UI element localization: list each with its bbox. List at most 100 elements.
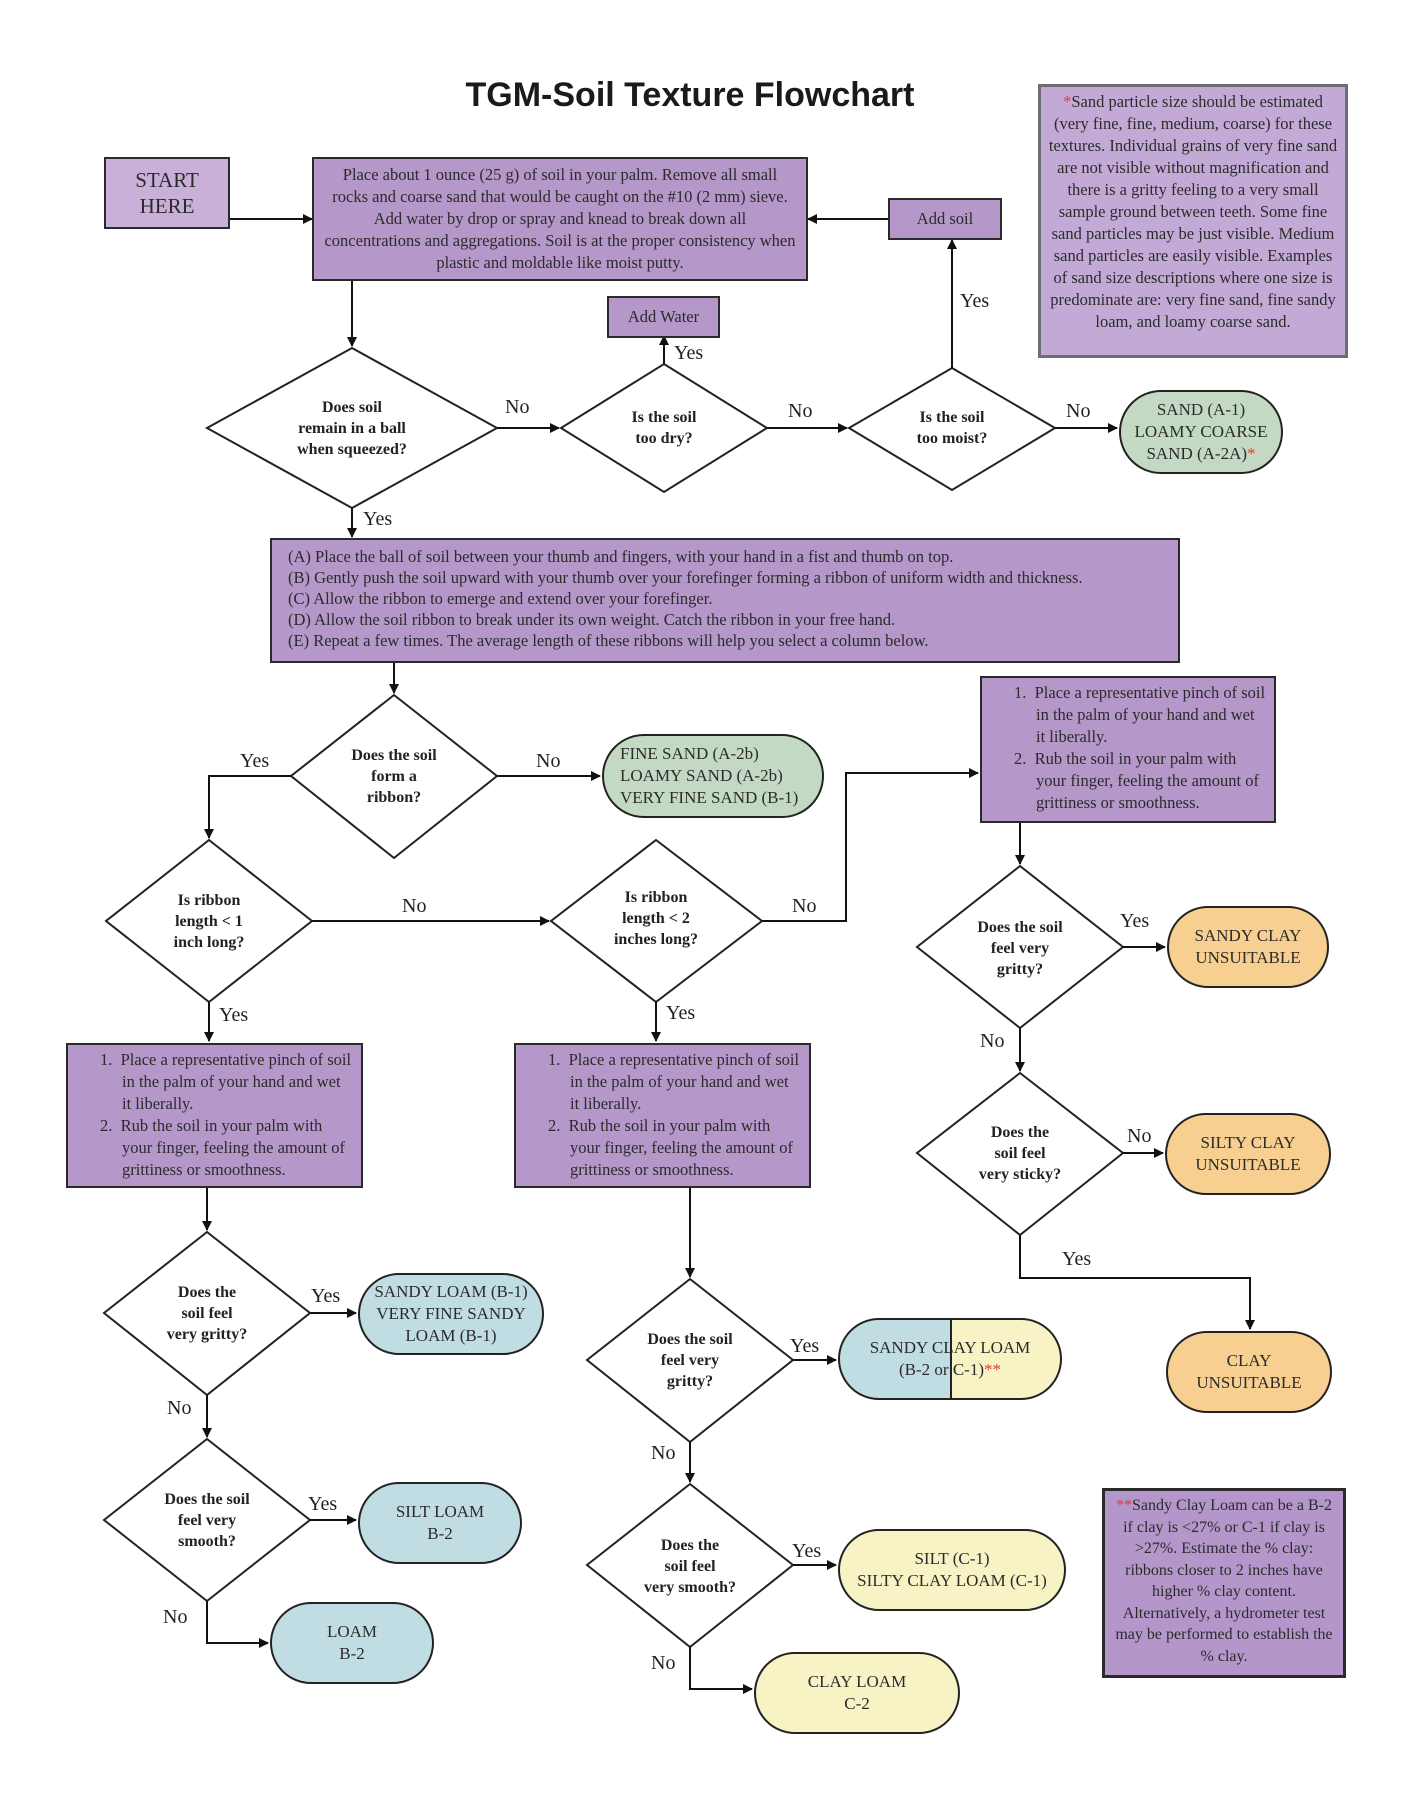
- sandy-clay-loam-note: **Sandy Clay Loam can be a B-2 if clay i…: [1102, 1488, 1346, 1678]
- branch-label-no: No: [402, 895, 427, 917]
- result-line: UNSUITABLE: [1195, 948, 1301, 967]
- double-asterisk-marker: **: [1116, 1497, 1133, 1514]
- connector: [206, 1601, 269, 1648]
- decision-right-gritty-text: Does the soil feel very gritty?: [960, 910, 1080, 986]
- branch-label-no: No: [1066, 400, 1091, 422]
- decision-diamond-dry: [559, 362, 769, 494]
- decision-line: Does the soil: [164, 1490, 250, 1508]
- step-number: 1.: [100, 1050, 113, 1069]
- decision-left-smooth-text: Does the soil feel very smooth?: [147, 1482, 267, 1558]
- decision-line: gritty?: [996, 960, 1044, 978]
- result-line: SILT (C-1): [914, 1549, 990, 1568]
- decision-line: Does the soil: [647, 1330, 733, 1348]
- result-line: CLAY: [1226, 1351, 1272, 1370]
- step-number: 2.: [100, 1116, 113, 1135]
- ribbon-step: (C) Allow the ribbon to emerge and exten…: [288, 589, 713, 608]
- result-line: B-2: [427, 1524, 453, 1543]
- result-line: UNSUITABLE: [1196, 1373, 1302, 1392]
- decision-line: feel very: [990, 939, 1050, 957]
- result-fine-sand: FINE SAND (A-2b) LOAMY SAND (A-2b) VERY …: [602, 734, 824, 818]
- result-sand: SAND (A-1) LOAMY COARSE SAND (A-2A)*: [1119, 390, 1283, 474]
- decision-line: gritty?: [666, 1372, 714, 1390]
- decision-line: when squeezed?: [297, 440, 407, 458]
- result-sandy-clay-loam: SANDY CLAY LOAM (B-2 or C-1)**: [838, 1318, 1062, 1400]
- decision-line: inches long?: [613, 930, 698, 948]
- result-line: SILT LOAM: [395, 1502, 485, 1521]
- decision-line: soil feel: [994, 1144, 1046, 1162]
- branch-label-yes: Yes: [219, 1004, 249, 1026]
- result-line: SILTY CLAY LOAM (C-1): [857, 1571, 1047, 1590]
- result-sandy-clay: SANDY CLAY UNSUITABLE: [1167, 906, 1329, 988]
- connector: [204, 775, 291, 839]
- decision-line: form a: [371, 767, 417, 785]
- wet-rub-steps-right: 1. Place a representative pinch of soil …: [980, 676, 1276, 823]
- asterisk-marker: *: [1063, 92, 1072, 111]
- branch-label-no: No: [1127, 1125, 1152, 1147]
- branch-label-no: No: [651, 1442, 676, 1464]
- result-clay: CLAY UNSUITABLE: [1166, 1331, 1332, 1413]
- result-line: SAND (A-1): [1156, 400, 1246, 419]
- decision-line: too dry?: [635, 430, 693, 447]
- decision-line: soil feel: [181, 1304, 233, 1322]
- result-line: SANDY CLAY LOAM: [869, 1338, 1031, 1357]
- result-line: SANDY CLAY: [1194, 926, 1302, 945]
- decision-line: Does soil: [322, 398, 382, 416]
- decision-line: Is the soil: [919, 409, 985, 426]
- start-here-box: START HERE: [104, 157, 230, 229]
- decision-line: Does the: [660, 1536, 720, 1554]
- step-text: Place a representative pinch of soil in …: [1034, 683, 1266, 746]
- result-line: SAND (A-2A): [1146, 444, 1248, 463]
- decision-line: Does the soil: [977, 918, 1063, 936]
- branch-label-yes: Yes: [674, 342, 704, 364]
- result-loam: LOAM B-2: [270, 1602, 434, 1684]
- decision-line: Is ribbon: [624, 888, 688, 906]
- step-text: Place a representative pinch of soil in …: [568, 1050, 800, 1113]
- branch-label-yes: Yes: [308, 1493, 338, 1515]
- decision-diamond-moist: [847, 366, 1057, 492]
- branch-label-no: No: [536, 750, 561, 772]
- step-text: Place a representative pinch of soil in …: [120, 1050, 352, 1113]
- branch-label-yes: Yes: [363, 508, 393, 530]
- decision-line: very smooth?: [644, 1578, 736, 1596]
- step-number: 2.: [548, 1116, 561, 1135]
- result-line: UNSUITABLE: [1195, 1155, 1301, 1174]
- result-sandy-loam: SANDY LOAM (B-1) VERY FINE SANDY LOAM (B…: [358, 1273, 544, 1355]
- result-line: LOAMY COARSE: [1134, 422, 1268, 441]
- decision-line: feel very: [177, 1511, 237, 1529]
- decision-line: smooth?: [178, 1532, 236, 1550]
- decision-mid-gritty-text: Does the soil feel very gritty?: [630, 1322, 750, 1398]
- step-text: Rub the soil in your palm with your fing…: [120, 1116, 345, 1179]
- decision-line: Is ribbon: [177, 891, 241, 909]
- ribbon-steps-box: (A) Place the ball of soil between your …: [270, 538, 1180, 663]
- step-text: Rub the soil in your palm with your fing…: [1034, 749, 1259, 812]
- result-clay-loam: CLAY LOAM C-2: [754, 1652, 960, 1734]
- connector: [762, 768, 979, 922]
- branch-label-yes: Yes: [792, 1540, 822, 1562]
- prepare-soil-text: Place about 1 ounce (25 g) of soil in yo…: [324, 165, 796, 272]
- decision-line: length < 2: [622, 909, 690, 927]
- decision-line: very sticky?: [978, 1165, 1062, 1183]
- decision-line: feel very: [660, 1351, 720, 1369]
- page-title: TGM-Soil Texture Flowchart: [465, 76, 915, 114]
- prepare-soil-step: Place about 1 ounce (25 g) of soil in yo…: [312, 157, 808, 281]
- result-line: LOAM (B-1): [405, 1326, 497, 1345]
- step-number: 1.: [1014, 683, 1027, 702]
- branch-label-yes: Yes: [790, 1335, 820, 1357]
- result-silty-clay: SILTY CLAY UNSUITABLE: [1165, 1113, 1331, 1195]
- branch-label-no: No: [651, 1652, 676, 1674]
- result-line: SANDY LOAM (B-1): [374, 1282, 528, 1301]
- branch-label-no: No: [788, 400, 813, 422]
- branch-label-no: No: [792, 895, 817, 917]
- branch-label-yes: Yes: [240, 750, 270, 772]
- branch-label-yes: Yes: [1120, 910, 1150, 932]
- result-line: B-2: [339, 1644, 365, 1663]
- result-line: C-2: [844, 1694, 870, 1713]
